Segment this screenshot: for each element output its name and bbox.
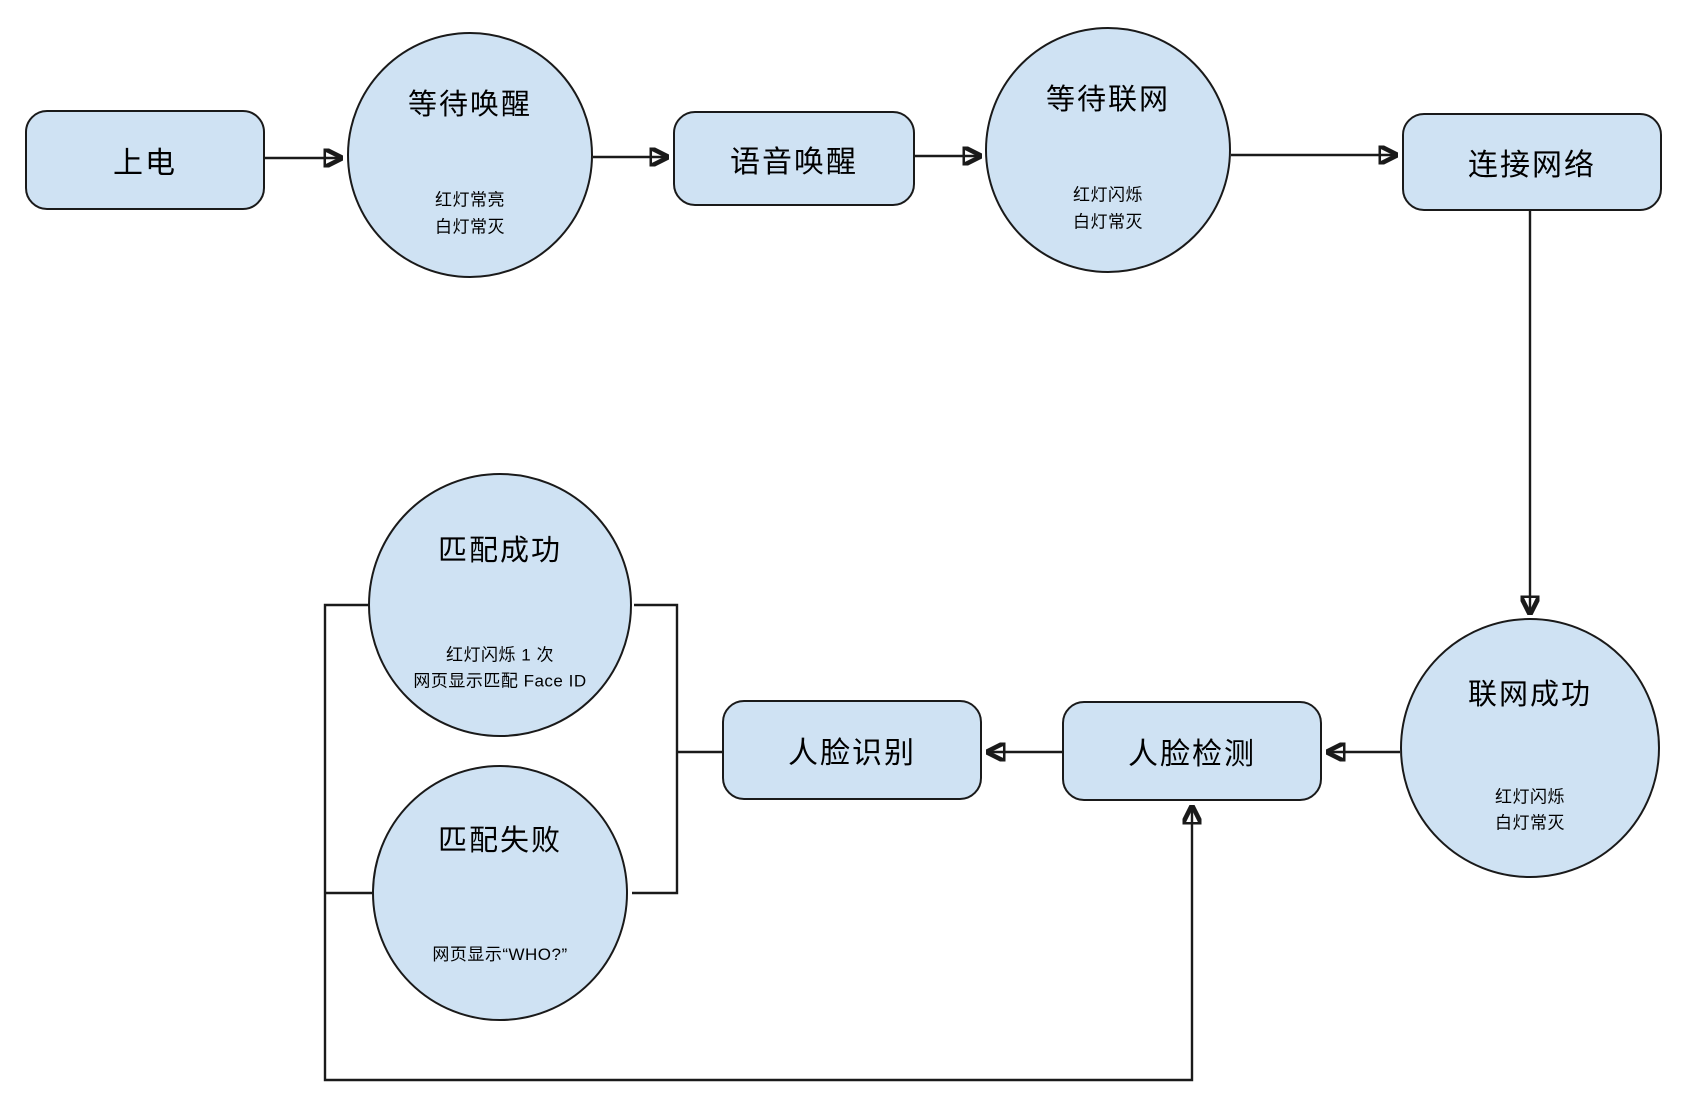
node-voice-wake: 语音唤醒 bbox=[673, 111, 915, 206]
node-connect-network-label: 连接网络 bbox=[1468, 149, 1596, 182]
node-match-success: 匹配成功 红灯闪烁 1 次 网页显示匹配 Face ID bbox=[368, 473, 632, 737]
node-network-success: 联网成功 红灯闪烁 白灯常灭 bbox=[1400, 618, 1660, 878]
node-face-recognize-label: 人脸识别 bbox=[788, 737, 916, 770]
node-wait-network-label: 等待联网 bbox=[1045, 83, 1170, 116]
connector-facerecognize-branch bbox=[632, 603, 722, 895]
node-match-fail-note: 网页显示“WHO?” bbox=[432, 944, 568, 964]
node-network-success-label: 联网成功 bbox=[1467, 678, 1592, 711]
node-connect-network: 连接网络 bbox=[1402, 113, 1662, 211]
node-power-on: 上电 bbox=[25, 110, 265, 210]
node-network-success-note: 红灯闪烁 白灯常灭 bbox=[1495, 787, 1565, 833]
connector-loop-back-to-facedetect bbox=[323, 603, 1192, 1082]
node-wait-wake-note: 红灯常亮 白灯常灭 bbox=[435, 190, 505, 237]
node-match-fail-label: 匹配失败 bbox=[437, 824, 562, 857]
node-face-recognize: 人脸识别 bbox=[722, 700, 982, 800]
node-wait-wake-label: 等待唤醒 bbox=[407, 88, 532, 121]
node-match-fail: 匹配失败 网页显示“WHO?” bbox=[372, 765, 628, 1021]
node-wait-network: 等待联网 红灯闪烁 白灯常灭 bbox=[985, 27, 1231, 273]
node-voice-wake-label: 语音唤醒 bbox=[730, 145, 858, 179]
node-power-on-label: 上电 bbox=[113, 147, 177, 180]
node-face-detect-label: 人脸检测 bbox=[1128, 738, 1256, 771]
node-face-detect: 人脸检测 bbox=[1062, 701, 1322, 801]
node-wait-network-note: 红灯闪烁 白灯常灭 bbox=[1073, 185, 1143, 232]
node-match-success-note: 红灯闪烁 1 次 网页显示匹配 Face ID bbox=[413, 645, 587, 691]
node-match-success-label: 匹配成功 bbox=[437, 534, 562, 567]
node-wait-wake: 等待唤醒 红灯常亮 白灯常灭 bbox=[347, 32, 593, 278]
